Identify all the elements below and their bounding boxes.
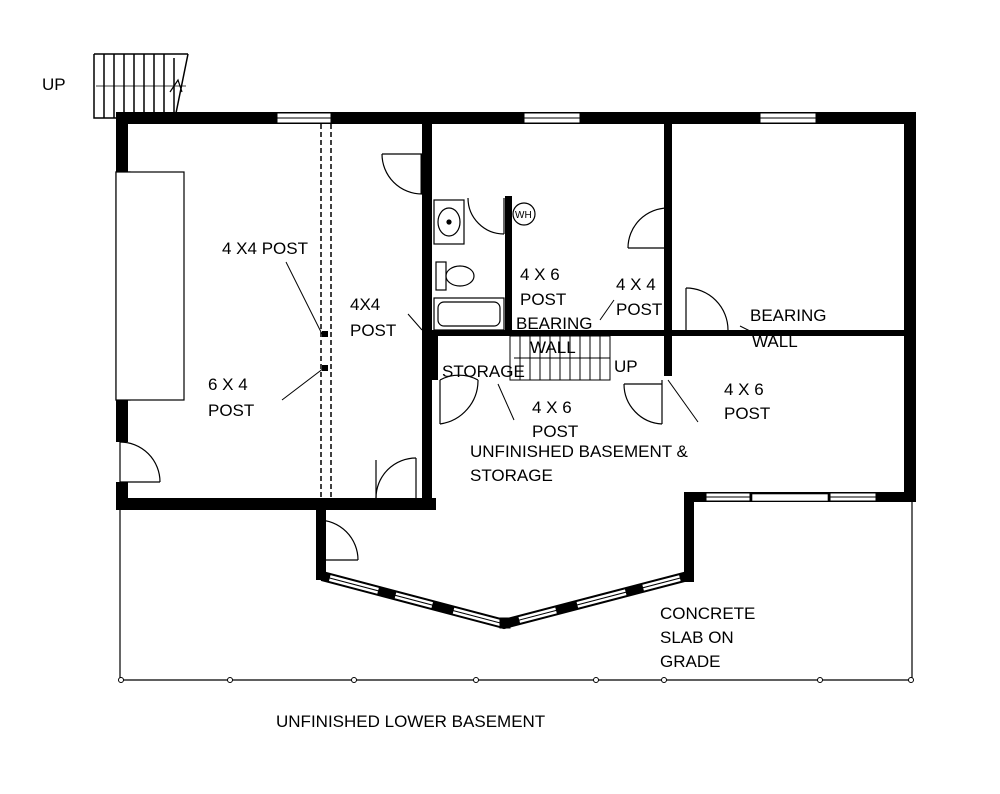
label-4x4c-line2: POST (616, 300, 662, 319)
top-windows (276, 112, 817, 124)
doors (317, 153, 729, 561)
label-4x4c-line1: 4 X 4 (616, 275, 656, 294)
label-4x6a-line2: POST (520, 290, 566, 309)
label-6x4-line1: 6 X 4 (208, 375, 248, 394)
posts-on-beam (322, 331, 328, 371)
label-4x4b-line2: POST (350, 321, 396, 340)
interior-stair (509, 335, 611, 381)
left-opening (115, 171, 185, 401)
label-4x6b-line2: POST (532, 422, 578, 441)
label-slab-line3: GRADE (660, 652, 720, 671)
label-wall-right: WALL (752, 332, 798, 351)
label-stair-up: UP (614, 357, 638, 376)
label-slab-line1: CONCRETE (660, 604, 755, 623)
label-4x4-post: 4 X4 POST (222, 239, 308, 258)
forms-note: 8" FORMS THIS LEVEL (903, 214, 912, 300)
label-4x6a-line1: 4 X 6 (520, 265, 560, 284)
label-basement-line1: UNFINISHED BASEMENT & (470, 442, 689, 461)
label-bearing-right: BEARING (750, 306, 827, 325)
label-4x4b-line1: 4X4 (350, 295, 380, 314)
label-basement-line2: STORAGE (470, 466, 553, 485)
slab-piers (118, 677, 914, 683)
callout-leaders (281, 261, 761, 423)
concrete-slab (119, 502, 913, 681)
label-4x6b-line1: 4 X 6 (532, 398, 572, 417)
bath-fixtures (433, 197, 536, 331)
water-heater-label: WH (515, 210, 532, 221)
label-4x6c-line1: 4 X 6 (724, 380, 764, 399)
bottom-windows (705, 492, 877, 502)
label-4x6c-line2: POST (724, 404, 770, 423)
label-storage: STORAGE (442, 362, 525, 381)
left-door (116, 441, 161, 483)
stair-up-label: UP (42, 75, 66, 94)
interior-walls (422, 124, 910, 510)
label-slab-line2: SLAB ON (660, 628, 734, 647)
label-wall-center: WALL (530, 338, 576, 357)
bay-walls (320, 571, 690, 630)
label-6x4-line2: POST (208, 401, 254, 420)
exterior-stair (93, 53, 189, 119)
label-bearing-center: BEARING (516, 314, 593, 333)
beam-line (320, 124, 332, 498)
plan-title: UNFINISHED LOWER BASEMENT (276, 712, 545, 731)
